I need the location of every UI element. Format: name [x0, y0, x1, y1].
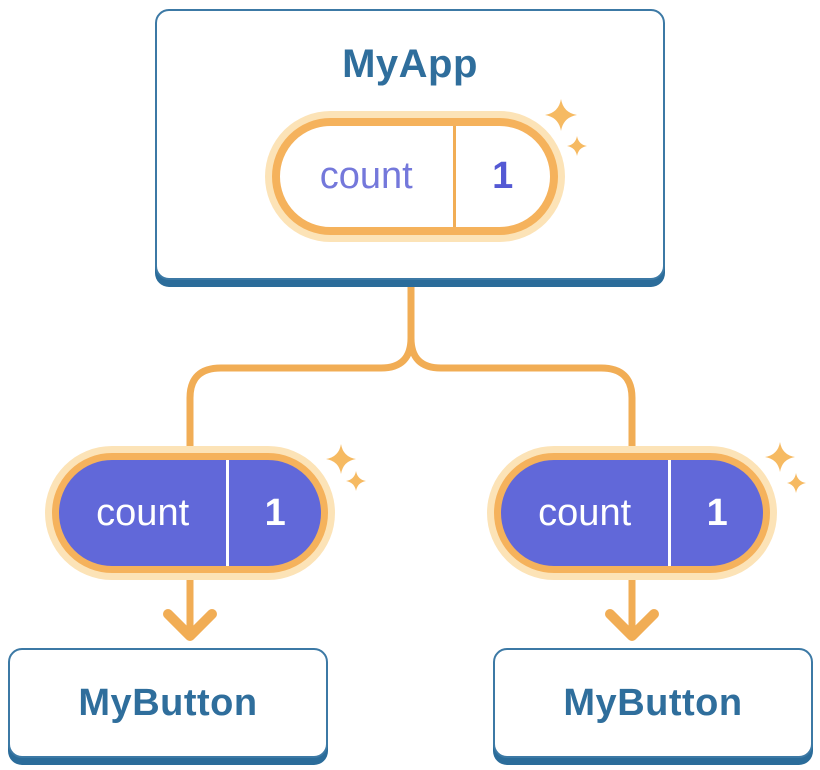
right-branch-line	[407, 337, 636, 634]
pill-divider	[226, 460, 230, 566]
left-branch-line	[186, 337, 415, 634]
node-mybutton-left-card: MyButton	[8, 648, 328, 758]
sparkle-icon	[765, 442, 806, 493]
state-name-label: count	[96, 491, 190, 534]
arrow-down-icon	[605, 609, 659, 641]
state-value: 1	[492, 155, 514, 197]
sparkle-icon	[326, 444, 366, 491]
node-mybutton-right-card: MyButton	[493, 648, 813, 758]
node-title: MyApp	[342, 42, 478, 86]
state-pill-body: count 1	[494, 453, 770, 573]
sparkle-icon	[545, 99, 587, 156]
state-value: 1	[706, 491, 728, 534]
state-pill-root: count 1	[265, 111, 565, 242]
state-pill-left-child: count 1	[45, 446, 335, 580]
state-pill-right-child: count 1	[487, 446, 777, 580]
pill-divider	[668, 460, 672, 566]
state-name-label: count	[538, 491, 632, 534]
state-pill-body: count 1	[272, 118, 558, 235]
state-pill-body: count 1	[52, 453, 328, 573]
pill-divider	[452, 126, 456, 227]
state-name-label: count	[319, 155, 413, 197]
arrow-down-icon	[163, 609, 217, 641]
state-value: 1	[264, 491, 286, 534]
